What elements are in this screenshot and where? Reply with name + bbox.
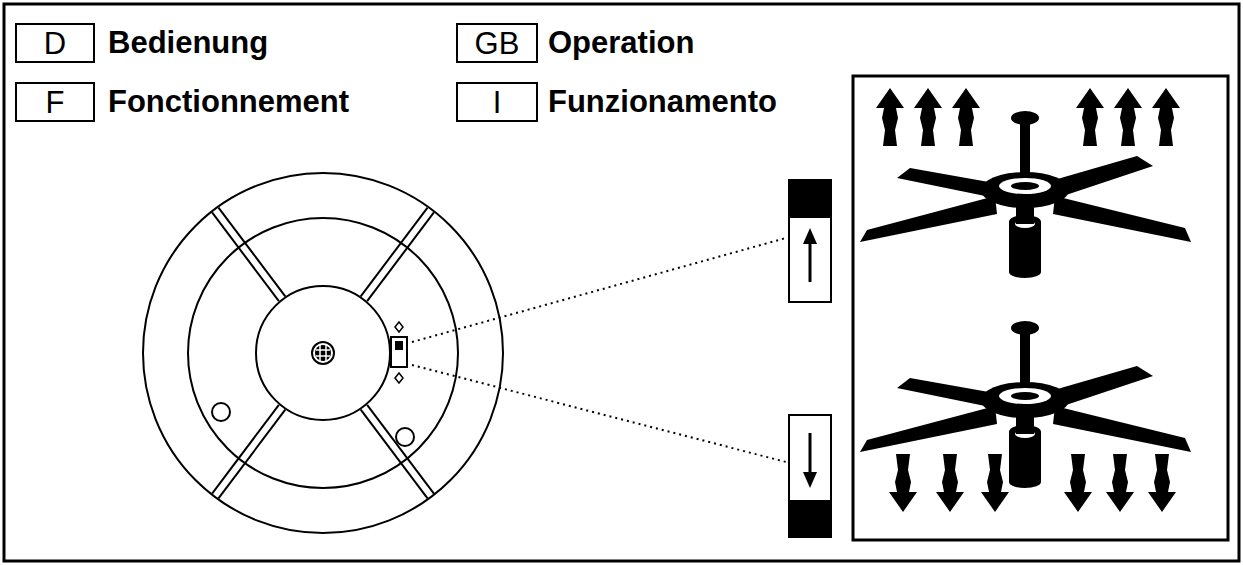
language-code-box: I	[456, 82, 538, 122]
language-code-box: F	[15, 82, 95, 122]
language-code: I	[493, 87, 502, 118]
section-heading: Funzionamento	[548, 86, 777, 117]
language-code: F	[46, 87, 65, 118]
language-code-box: D	[15, 23, 95, 63]
section-heading: Operation	[548, 27, 694, 58]
language-code: GB	[475, 28, 520, 59]
section-heading: Bedienung	[108, 27, 268, 58]
language-code-box: GB	[456, 23, 538, 63]
section-heading: Fonctionnement	[108, 86, 349, 117]
language-code: D	[44, 28, 66, 59]
